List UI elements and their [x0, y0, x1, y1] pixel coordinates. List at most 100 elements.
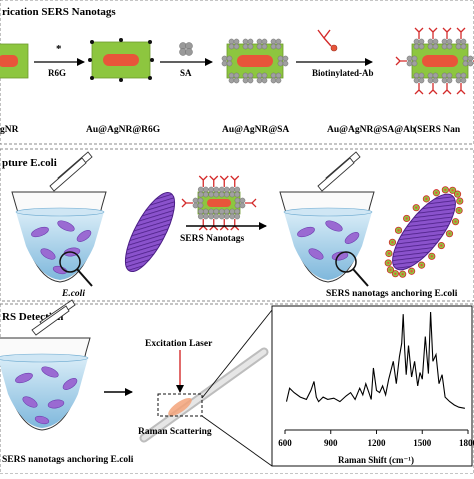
- focus-box: [157, 393, 203, 417]
- zoom-line-top: [201, 309, 273, 399]
- sa-cluster: [228, 38, 240, 50]
- biotin-antibody-icon: [317, 29, 338, 52]
- r6g-star-icon: *: [56, 43, 62, 55]
- sa-protein-icon: [179, 42, 193, 56]
- sa-cluster: [229, 208, 241, 220]
- sa-cluster: [413, 72, 425, 84]
- panel1-heading: rication SERS Nanotags: [2, 6, 116, 18]
- antibody: [230, 175, 240, 187]
- bound-nanotag: [399, 270, 407, 278]
- tube-detection: [0, 299, 91, 431]
- bound-nanotag: [451, 218, 460, 226]
- reagent-sa-label: SA: [180, 68, 192, 78]
- magnifier-right: [335, 251, 369, 287]
- ecoli-in-tube-detection: [15, 366, 78, 425]
- zoom-line-bottom: [201, 415, 273, 467]
- bound-nanotag: [422, 195, 430, 203]
- sa-cluster: [455, 38, 467, 50]
- sa-cluster: [234, 197, 246, 209]
- x-tick-label: 900: [324, 438, 338, 448]
- label-r6g: Au@AgNR@R6G: [86, 125, 161, 135]
- label-final: (SERS Nan: [414, 124, 461, 135]
- antibody: [456, 83, 466, 95]
- sa-cluster: [218, 208, 230, 220]
- sa-cluster: [441, 38, 453, 50]
- antibody: [395, 56, 407, 66]
- nanorod-bare: [0, 43, 29, 79]
- panel2-heading-text: pture E.coli: [2, 157, 57, 169]
- spectrum-line: [285, 311, 465, 409]
- magnifier-left: [59, 251, 93, 287]
- label-gnr: gNR: [0, 125, 19, 135]
- sa-cluster: [277, 55, 289, 67]
- bound-nanotag: [449, 186, 457, 194]
- label-sa: Au@AgNR@SA: [222, 125, 289, 135]
- sa-cluster: [270, 38, 282, 50]
- x-tick-label: 1500: [413, 438, 432, 448]
- laser-label: Excitation Laser: [145, 339, 213, 349]
- antibody: [414, 83, 424, 95]
- reagent-ab-label: Biotinylated-Ab: [312, 68, 374, 78]
- reagent-r6g-label: R6G: [48, 68, 66, 78]
- bound-nanotag: [441, 186, 449, 194]
- bound-nanotag: [437, 241, 445, 250]
- bound-nanotag: [456, 197, 464, 205]
- sa-cluster: [228, 72, 240, 84]
- bound-nanotag: [428, 252, 436, 260]
- bound-nanotag: [391, 270, 399, 278]
- x-tick-label: 1200: [368, 438, 387, 448]
- antibody: [428, 83, 438, 95]
- raman-spectrum: 600 900 1200 1500 1800 Raman Shift (cm⁻¹): [271, 305, 474, 467]
- anchoring-label-panel3: SERS nanotags anchoring E.coli: [2, 455, 134, 465]
- bound-nanotag: [432, 189, 440, 197]
- sa-cluster: [455, 72, 467, 84]
- ecoli-magnified: [124, 192, 176, 272]
- sa-cluster: [229, 186, 241, 198]
- panel-fabrication: rication SERS Nanotags R6G * SA: [0, 0, 474, 145]
- bound-nanotag: [453, 190, 462, 198]
- tube-left: [11, 151, 107, 283]
- bound-nanotag: [403, 214, 411, 223]
- spectrum-x-label: Raman Shift (cm⁻¹): [338, 455, 414, 465]
- panel-detection: RS Detection SERS nanotags anchoring E.c…: [0, 299, 474, 475]
- bound-nanotag: [418, 261, 426, 269]
- scatter-label: Raman Scattering: [138, 427, 212, 437]
- anchoring-label-panel2: SERS nanotags anchoring E.coli: [326, 289, 458, 299]
- panel2-heading: pture E.coli: [2, 157, 57, 169]
- antibody: [414, 27, 424, 39]
- antibody: [209, 175, 219, 187]
- sa-cluster: [406, 55, 418, 67]
- sa-cluster: [221, 55, 233, 67]
- ecoli-label: E.coli: [61, 289, 85, 299]
- x-tick-label: 600: [278, 438, 292, 448]
- sa-cluster: [242, 38, 254, 50]
- ecoli-in-tube-right: [297, 220, 360, 261]
- bound-nanotag: [388, 238, 397, 246]
- sa-cluster: [427, 38, 439, 50]
- antibody: [442, 27, 452, 39]
- bound-nanotag: [394, 226, 403, 234]
- sa-cluster: [462, 55, 474, 67]
- sa-cluster: [192, 197, 204, 209]
- antibody: [456, 27, 466, 39]
- x-tick-label: 1800: [459, 438, 474, 448]
- spectrum-ticks: 600 900 1200 1500 1800: [278, 430, 474, 448]
- antibody: [442, 83, 452, 95]
- anchoring-label-panel2-text: SERS nanotags anchoring E.coli: [326, 289, 458, 299]
- bound-nanotag: [384, 259, 392, 267]
- antibody: [181, 198, 193, 208]
- sa-cluster: [208, 186, 220, 198]
- nanorod-sa: [221, 38, 289, 84]
- sa-cluster: [441, 72, 453, 84]
- antibody: [428, 27, 438, 39]
- sa-cluster: [197, 186, 209, 198]
- label-ab: Au@AgNR@SA@Ab: [327, 125, 415, 135]
- sa-cluster: [270, 72, 282, 84]
- antibody: [198, 175, 208, 187]
- nanorod-sa-ab: [395, 27, 474, 95]
- antibody: [219, 175, 229, 187]
- bound-nanotag: [445, 230, 454, 238]
- bound-nanotag: [408, 267, 416, 275]
